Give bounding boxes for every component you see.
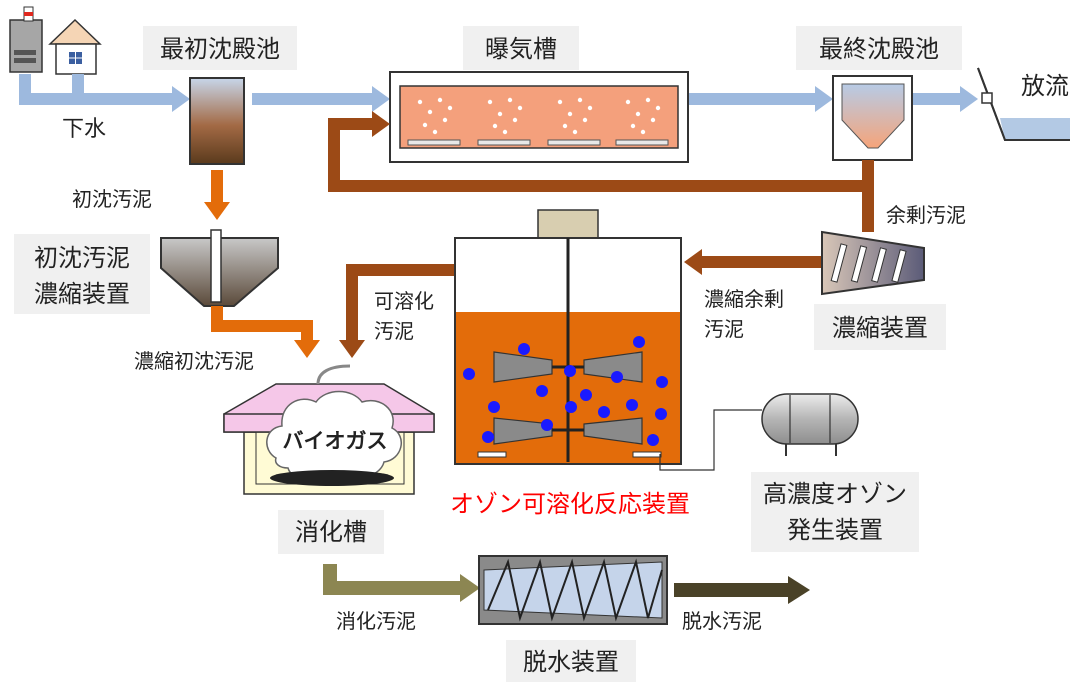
thickened-primary-pipe xyxy=(211,306,320,358)
label-primary-thickener-1: 初沈汚泥 xyxy=(34,244,130,272)
label-box-digester xyxy=(278,510,384,554)
dewatered-sludge-arrow xyxy=(674,576,810,604)
house-icon xyxy=(48,18,102,75)
label-box-ozone-generator xyxy=(751,472,919,552)
digester xyxy=(223,364,435,495)
water-pipes xyxy=(19,74,978,112)
label-primary-thickener-2: 濃縮装置 xyxy=(34,280,130,308)
label-digester: 消化槽 xyxy=(295,518,367,546)
label-dewatered-sludge: 脱水汚泥 xyxy=(682,609,762,633)
discharge-outlet xyxy=(977,67,1070,141)
thickened-excess-pipe xyxy=(684,249,822,275)
label-sewage: 下水 xyxy=(62,117,106,142)
label-thickened-excess-1: 濃縮余剰 xyxy=(704,287,784,311)
label-discharge: 放流 xyxy=(1021,72,1069,100)
label-box-thickener xyxy=(814,304,946,350)
label-excess-sludge: 余剰汚泥 xyxy=(886,203,966,227)
label-box-primary-clarifier xyxy=(143,26,297,70)
excess-thickener xyxy=(821,230,925,296)
label-solubilized-1: 可溶化 xyxy=(374,289,434,313)
solubilized-sludge-pipe xyxy=(339,264,455,358)
label-box-aeration-tank xyxy=(463,26,579,70)
dewatering-unit xyxy=(478,555,668,625)
label-digested-sludge: 消化汚泥 xyxy=(336,609,416,633)
label-box-final-clarifier xyxy=(796,26,962,70)
impellers xyxy=(493,351,643,445)
label-primary-sludge: 初沈汚泥 xyxy=(72,187,152,211)
label-ozone-generator-2: 発生装置 xyxy=(787,516,883,544)
final-clarifier xyxy=(832,75,913,161)
label-biogas: バイオガス xyxy=(283,429,388,453)
biogas-cloud xyxy=(266,390,402,486)
ozone-generator xyxy=(761,393,859,456)
primary-sludge-arrow xyxy=(204,170,230,220)
label-dewatering: 脱水装置 xyxy=(523,648,619,676)
label-primary-clarifier: 最初沈殿池 xyxy=(160,35,280,63)
label-thickened-excess-2: 汚泥 xyxy=(704,317,744,341)
ozone-diffusers xyxy=(477,451,662,458)
air-bubbles xyxy=(417,97,661,135)
label-solubilized-2: 汚泥 xyxy=(374,319,414,343)
label-ozone-reactor: オゾン可溶化反応装置 xyxy=(450,490,690,518)
aeration-tank xyxy=(389,71,689,163)
label-box-dewatering xyxy=(506,640,636,682)
label-final-clarifier: 最終沈殿池 xyxy=(819,35,939,63)
return-sludge-pipe xyxy=(328,111,874,232)
diffusers xyxy=(407,139,669,146)
ozone-reactor xyxy=(454,209,762,471)
primary-thickener xyxy=(160,229,279,307)
factory-icon xyxy=(9,6,43,73)
label-thickened-primary: 濃縮初沈汚泥 xyxy=(134,349,254,373)
digested-sludge-pipe xyxy=(323,564,480,602)
label-aeration-tank: 曝気槽 xyxy=(485,35,557,63)
ozone-bubbles xyxy=(463,336,668,446)
label-ozone-generator-1: 高濃度オゾン xyxy=(763,480,907,508)
label-box-primary-thickener xyxy=(14,234,150,314)
primary-clarifier xyxy=(189,77,245,165)
label-thickener: 濃縮装置 xyxy=(832,314,928,342)
